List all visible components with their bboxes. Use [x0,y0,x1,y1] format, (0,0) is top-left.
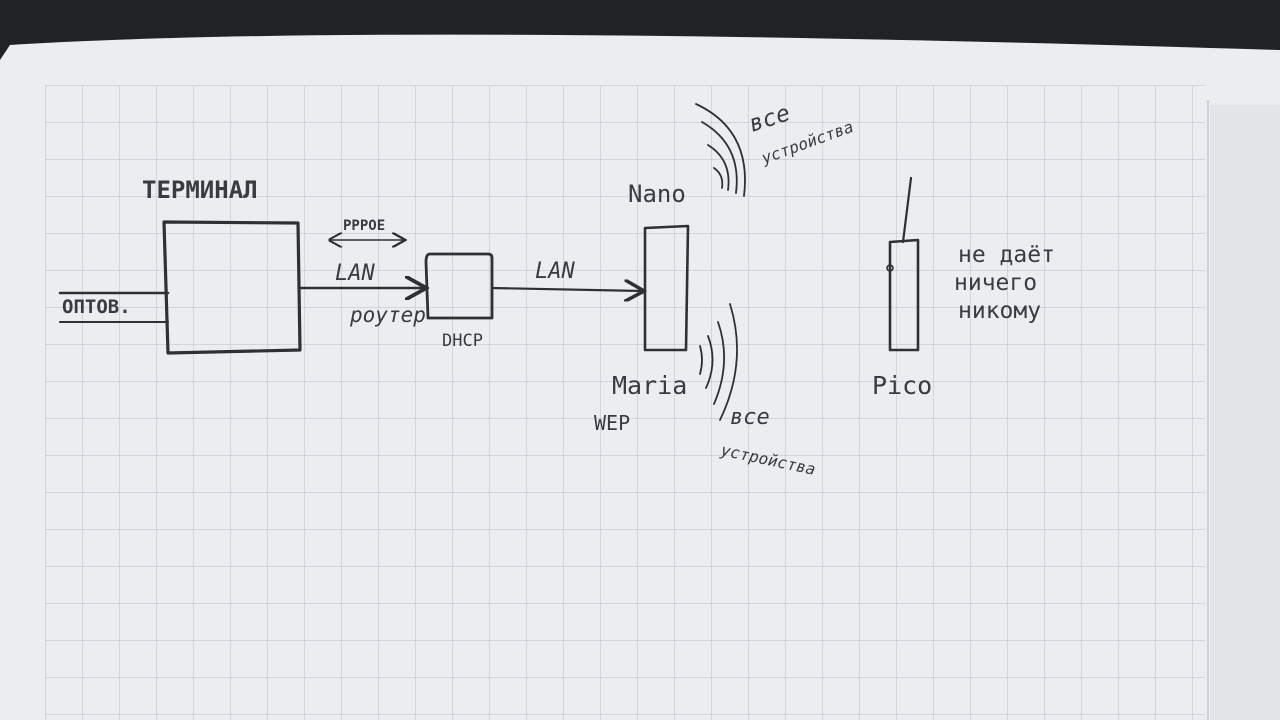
dhcp-label: DHCP [442,331,483,351]
maria-all-devices-line1: все [730,405,770,430]
pppoe-label: PPPOE [343,218,385,234]
router-box [424,252,494,320]
lan-arrow-router-nano [490,288,642,291]
pico-note-line3: никому [958,298,1041,324]
pico-port [886,264,894,272]
lan-label-2: LAN [535,259,575,284]
maria-label: Maria [612,371,687,400]
wep-label: WEP [594,411,630,435]
maria-wifi-waves [699,303,738,421]
nano-label: Nano [628,180,686,208]
pico-note-line2: ничего [954,270,1037,296]
grid-paper [45,85,1205,720]
pico-antenna [901,176,913,244]
lan-label-1: LAN [335,261,375,286]
pico-label: Pico [872,371,932,400]
page-margin [1210,105,1280,720]
router-label: роутер [349,303,426,327]
optical-input-line [58,291,170,323]
nano-device-box [643,224,690,352]
terminal-label: ТЕРМИНАЛ [142,176,258,204]
nano-wifi-waves [695,103,746,197]
pico-device-box [888,238,920,352]
terminal-box [162,220,302,355]
pico-note-line1: не даёт [958,242,1055,268]
input-label: ОПТОВ. [62,296,131,318]
